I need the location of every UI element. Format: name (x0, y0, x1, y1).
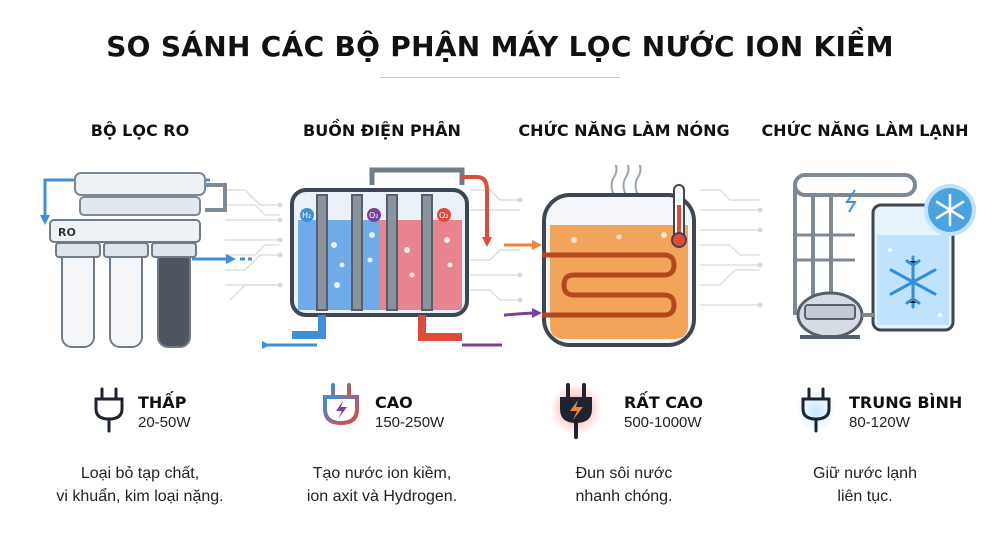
heading-heating: CHỨC NĂNG LÀM NÓNG (518, 121, 730, 140)
description-electrolysis: Tạo nước ion kiềm, ion axit và Hydrogen. (306, 465, 458, 505)
description-cooling: Giữ nước lạnh liên tục. (813, 465, 917, 505)
electrolysis-chamber-illustration: H₂ O₂ O₂ (262, 167, 502, 349)
page-title: SO SÁNH CÁC BỘ PHẬN MÁY LỌC NƯỚC ION KIỀ… (106, 30, 894, 63)
heating-tank-illustration (504, 165, 696, 347)
power-plug-icon (94, 387, 124, 433)
power-range: 80-120W (849, 414, 910, 431)
power-range: 500-1000W (624, 414, 702, 431)
ro-label: RO (58, 226, 76, 239)
heading-cooling: CHỨC NĂNG LÀM LẠNH (761, 121, 969, 140)
cooling-unit-illustration (793, 173, 976, 339)
power-plug-lightning-glow-icon (552, 383, 600, 439)
power-range: 20-50W (138, 414, 191, 431)
circuit-traces (225, 189, 763, 308)
description-heating: Đun sôi nước nhanh chóng. (575, 465, 673, 505)
power-plug-lightning-icon (323, 383, 359, 439)
h2-label: H₂ (302, 211, 311, 220)
power-range: 150-250W (375, 414, 445, 431)
power-plug-icon (797, 387, 835, 433)
description-ro-filter: Loại bỏ tạp chất, vi khuẩn, kim loại nặn… (56, 465, 224, 505)
power-level: TRUNG BÌNH (849, 393, 963, 412)
title-divider (380, 77, 620, 78)
o2-label: O₂ (439, 211, 449, 220)
power-level: RẤT CAO (624, 393, 703, 412)
power-level: CAO (375, 393, 413, 412)
heading-ro-filter: BỘ LỌC RO (90, 121, 190, 140)
heading-electrolysis: BUỒN ĐIỆN PHÂN (303, 121, 461, 140)
ro-filter-illustration: RO (40, 172, 252, 348)
power-level: THẤP (138, 393, 187, 412)
o2-label: O₂ (369, 211, 379, 220)
